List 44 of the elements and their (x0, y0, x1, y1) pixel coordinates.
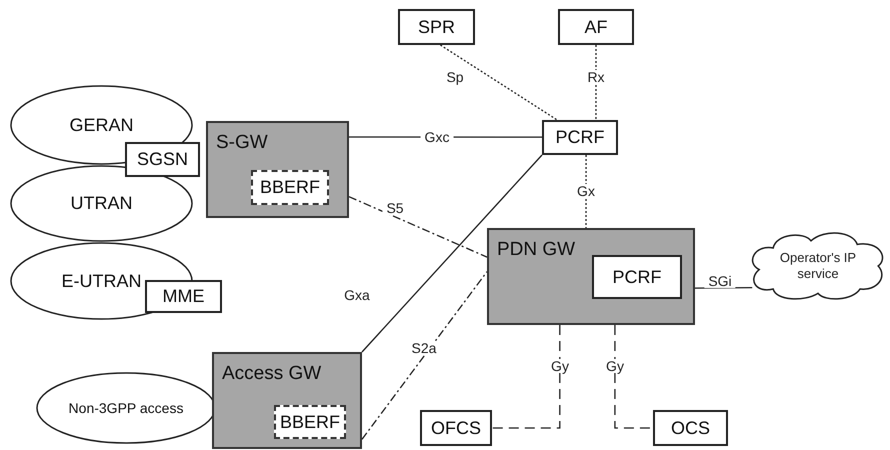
node-label: MME (162, 285, 204, 308)
node-label: GERAN (69, 114, 134, 136)
interface-line (614, 325, 653, 429)
node-label: Operator's IP service (778, 250, 858, 282)
edge-label: SGi (704, 274, 736, 288)
node-label: PCRF (556, 126, 604, 149)
function-box (420, 410, 492, 446)
node-label: SGSN (136, 148, 188, 171)
function-box (125, 142, 200, 177)
network-ellipse (10, 165, 193, 242)
function-box (145, 280, 222, 313)
node-label: BBERF (280, 410, 340, 434)
gateway-box (487, 228, 695, 325)
interface-line (440, 44, 558, 121)
function-box (558, 9, 634, 45)
interface-line (361, 271, 488, 440)
node-label: S-GW (216, 131, 268, 155)
function-box (592, 255, 682, 299)
node-label: E-UTRAN (62, 270, 142, 292)
function-box (398, 9, 475, 45)
node-label: BBERF (260, 176, 320, 199)
node-label: PCRF (612, 266, 662, 288)
node-label: SPR (418, 16, 455, 38)
function-box (251, 170, 329, 205)
interface-line (585, 155, 587, 228)
node-label: Access GW (222, 362, 322, 386)
edge-label: Gxc (420, 130, 454, 144)
interface-line (492, 325, 560, 429)
function-box (542, 120, 618, 155)
node-label: AF (584, 16, 608, 38)
node-label: Non-3GPP access (68, 398, 184, 418)
function-box (274, 405, 346, 439)
interface-line (695, 286, 752, 289)
gateway-box (206, 121, 349, 218)
node-label: OFCS (430, 416, 481, 440)
network-ellipse (10, 85, 193, 165)
interface-line (348, 196, 488, 258)
node-label: UTRAN (70, 192, 132, 215)
function-box (653, 410, 728, 446)
node-label: PDN GW (497, 238, 576, 262)
interface-line (595, 45, 597, 120)
gateway-box (212, 352, 362, 449)
node-label: OCS (670, 416, 710, 440)
interface-line (362, 154, 542, 352)
